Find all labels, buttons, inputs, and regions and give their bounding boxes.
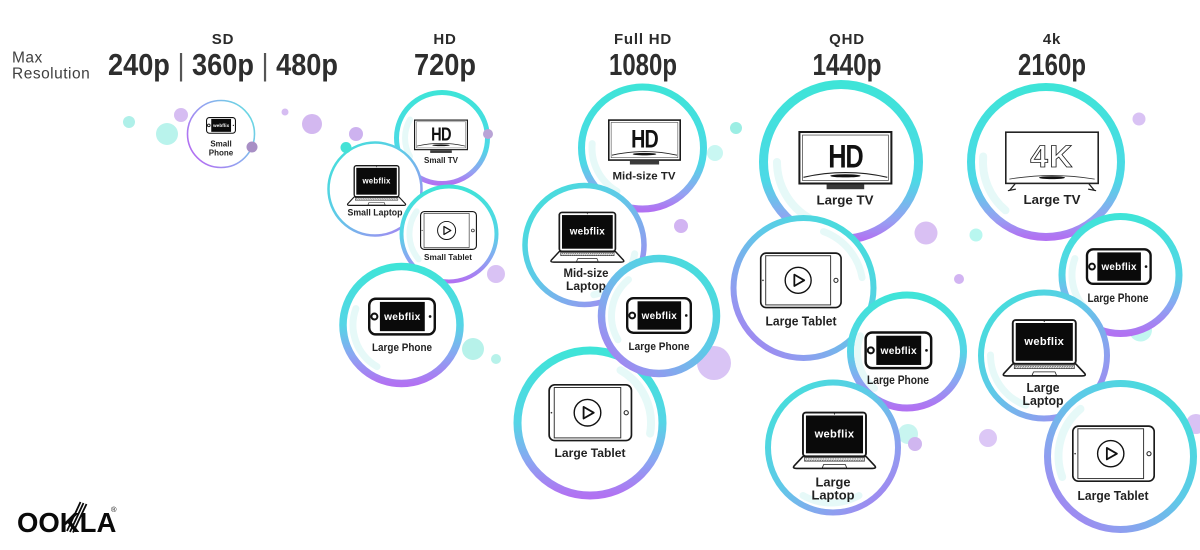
svg-text:Max: Max [12,50,43,67]
svg-text:1440p: 1440p [813,47,882,82]
svg-text:Mid-size TV: Mid-size TV [613,171,677,183]
svg-text:Small: Small [210,140,231,149]
svg-text:Large Tablet: Large Tablet [555,446,626,460]
svg-text:Full HD: Full HD [614,31,672,48]
svg-text:Large: Large [1027,381,1060,395]
svg-text:®: ® [111,505,117,514]
svg-text:SD: SD [212,31,234,48]
svg-text:Large Tablet: Large Tablet [766,315,838,329]
svg-text:Large Phone: Large Phone [372,342,432,354]
svg-text:Phone: Phone [209,149,234,158]
svg-text:OOKLA: OOKLA [17,507,116,538]
svg-text:Small Laptop: Small Laptop [348,208,403,218]
svg-text:QHD: QHD [829,31,865,48]
svg-text:Large Phone: Large Phone [629,341,690,353]
svg-text:Small Tablet: Small Tablet [424,252,472,262]
svg-text:4k: 4k [1043,31,1061,48]
svg-text:Large TV: Large TV [817,194,875,208]
svg-text:Laptop: Laptop [566,281,606,293]
svg-text:Laptop: Laptop [812,488,855,503]
svg-text:Resolution: Resolution [12,66,90,83]
svg-text:Mid-size: Mid-size [564,268,609,280]
svg-text:Large: Large [816,475,851,490]
svg-text:240p | 360p | 480p: 240p | 360p | 480p [108,47,338,82]
svg-text:720p: 720p [414,47,476,82]
svg-text:Large TV: Large TV [1024,193,1082,207]
svg-text:Large Phone: Large Phone [1088,293,1149,305]
svg-text:Small TV: Small TV [424,155,458,165]
svg-text:Large Phone: Large Phone [867,375,929,387]
svg-text:HD: HD [433,31,456,48]
svg-text:2160p: 2160p [1018,47,1086,82]
svg-text:Large Tablet: Large Tablet [1078,489,1150,503]
svg-text:Laptop: Laptop [1023,394,1064,408]
svg-text:1080p: 1080p [609,47,677,82]
